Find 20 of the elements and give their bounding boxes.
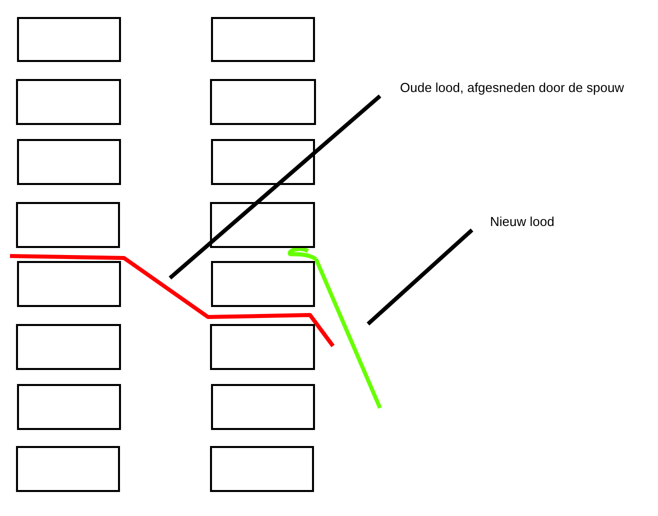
brick bbox=[210, 446, 314, 492]
brick bbox=[17, 17, 121, 62]
brick bbox=[210, 324, 315, 370]
brick bbox=[210, 202, 315, 248]
brick bbox=[211, 261, 315, 307]
brick bbox=[17, 139, 121, 185]
brick bbox=[17, 384, 121, 430]
brick bbox=[17, 261, 121, 307]
brick bbox=[16, 324, 121, 370]
brick bbox=[16, 202, 120, 248]
brick bbox=[210, 79, 316, 125]
leader-line bbox=[168, 94, 382, 280]
leader-line bbox=[366, 228, 474, 326]
brick bbox=[211, 139, 315, 185]
callout-text: Oude lood, afgesneden door de spouw bbox=[400, 79, 624, 98]
callout-text: Nieuw lood bbox=[490, 213, 554, 232]
brick bbox=[211, 17, 315, 62]
brick bbox=[16, 79, 121, 125]
brick bbox=[16, 446, 120, 492]
brick bbox=[211, 384, 315, 430]
